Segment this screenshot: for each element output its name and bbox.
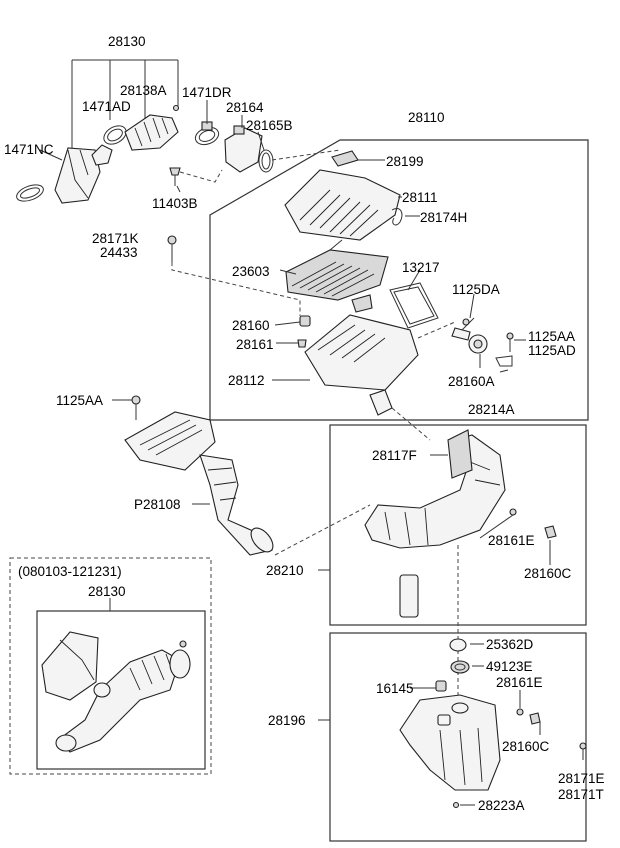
- label-25362D: 25362D: [486, 637, 534, 652]
- outlet-duct-group: [112, 395, 371, 556]
- intake-hose-group: [16, 59, 341, 204]
- label-28160C-lower: 28160C: [502, 739, 550, 754]
- label-28161E-upper: 28161E: [488, 533, 535, 548]
- label-28164: 28164: [226, 100, 264, 115]
- label-28171E: 28171E: [558, 771, 605, 786]
- air-cleaner-group: [167, 150, 526, 441]
- label-date-range: (080103-121231): [18, 564, 122, 579]
- label-28174H: 28174H: [420, 210, 467, 225]
- label-1125DA: 1125DA: [452, 282, 500, 297]
- label-49123E: 49123E: [486, 659, 533, 674]
- label-28161: 28161: [236, 337, 274, 352]
- alternate-hose-box: [36, 610, 206, 770]
- label-28117F: 28117F: [372, 448, 417, 463]
- label-28223A: 28223A: [478, 798, 525, 813]
- label-28210: 28210: [266, 563, 304, 578]
- label-P28108: P28108: [134, 497, 181, 512]
- label-1471NC: 1471NC: [4, 142, 54, 157]
- label-28171K: 28171K: [92, 231, 139, 246]
- label-16145: 16145: [376, 681, 414, 696]
- label-28111: 28111: [402, 190, 438, 205]
- label-23603: 23603: [232, 264, 270, 279]
- label-28161E-lower: 28161E: [496, 675, 543, 690]
- label-1125AA-right: 1125AA: [528, 329, 575, 344]
- label-28214A: 28214A: [468, 402, 515, 417]
- label-1471DR: 1471DR: [182, 85, 232, 100]
- alternate-period-box: [9, 557, 212, 775]
- label-28112: 28112: [228, 373, 265, 388]
- label-28160A: 28160A: [448, 374, 495, 389]
- alternate-hose-group: [41, 598, 191, 753]
- intake-duct-drawing: [54, 147, 101, 204]
- air-cleaner-assembly-box: [209, 139, 589, 421]
- label-28196: 28196: [268, 713, 306, 728]
- label-28160: 28160: [232, 318, 270, 333]
- label-1125AA-left: 1125AA: [56, 393, 103, 408]
- label-28165B: 28165B: [246, 118, 293, 133]
- label-13217: 13217: [402, 260, 440, 275]
- label-28138A: 28138A: [120, 83, 167, 98]
- label-28160C-upper: 28160C: [524, 566, 572, 581]
- label-28110: 28110: [408, 110, 445, 125]
- label-28130-top: 28130: [108, 34, 146, 49]
- intake-duct-28210-group: [318, 429, 557, 720]
- label-28171T: 28171T: [558, 787, 604, 802]
- label-1125AD: 1125AD: [528, 343, 576, 358]
- label-28130-bottom: 28130: [88, 584, 126, 599]
- resonator-group: [318, 638, 587, 809]
- label-1471AD: 1471AD: [82, 99, 131, 114]
- part-labels: 28130 28138A 1471DR 1471AD 28164 28165B …: [4, 34, 605, 813]
- label-24433: 24433: [100, 245, 138, 260]
- label-28199: 28199: [386, 154, 424, 169]
- label-11403B: 11403B: [152, 196, 198, 211]
